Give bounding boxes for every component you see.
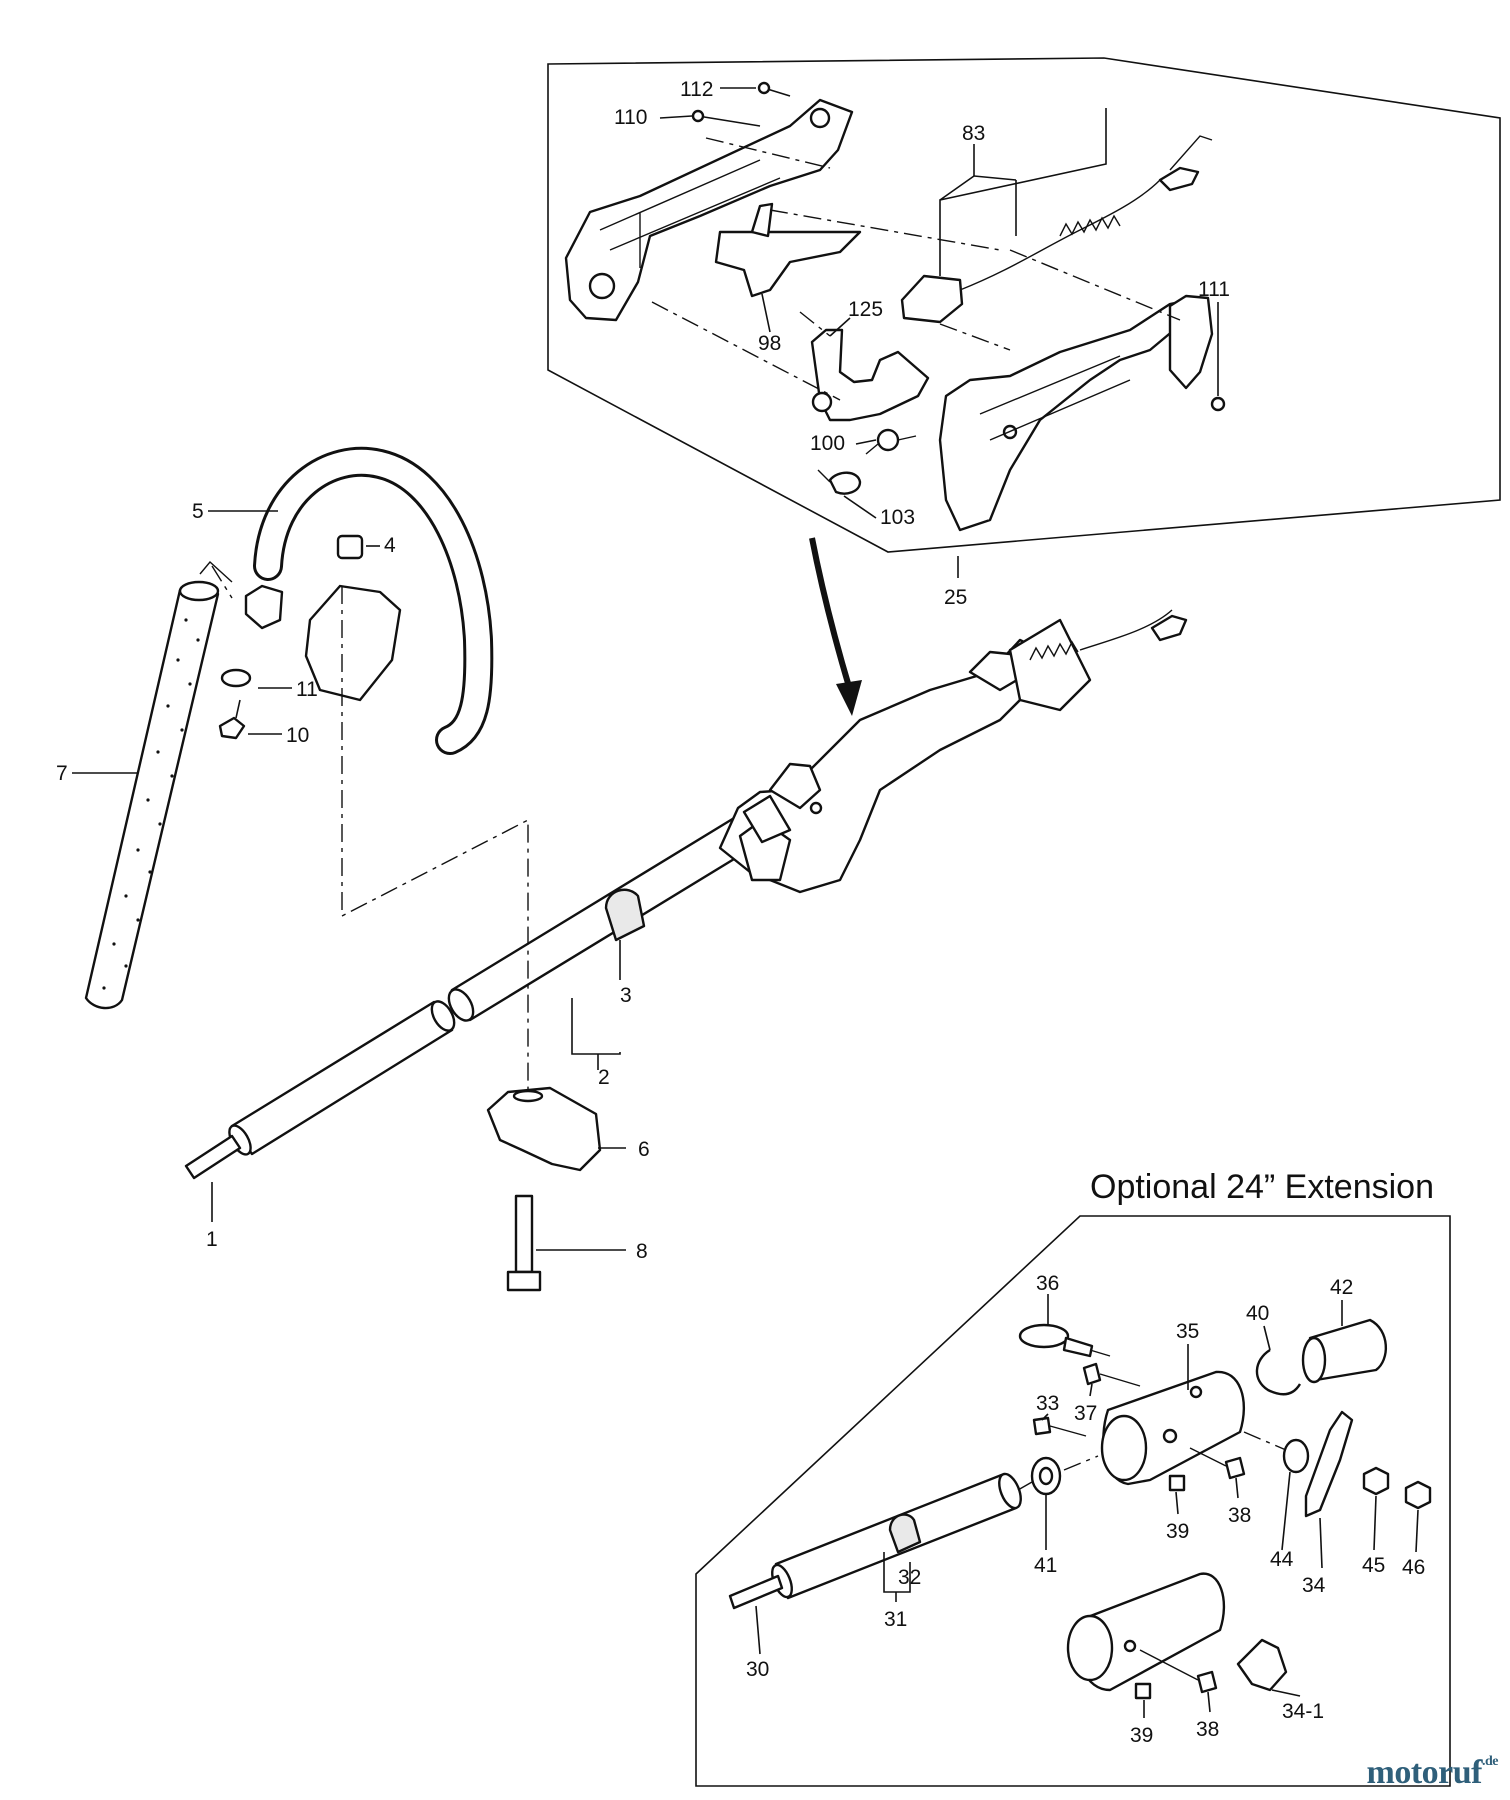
label-111: 111 <box>1198 278 1230 301</box>
label-7: 7 <box>56 762 68 785</box>
label-44: 44 <box>1270 1548 1294 1571</box>
label-34: 34 <box>1302 1574 1326 1597</box>
handle-left-half <box>564 98 854 322</box>
label-110: 110 <box>614 106 647 129</box>
nut-45 <box>1362 1466 1390 1496</box>
label-25: 25 <box>944 586 967 609</box>
extension-title: Optional 24” Extension <box>1090 1168 1434 1206</box>
lock-lever-125 <box>810 328 930 422</box>
extension-inset <box>695 1215 1451 1787</box>
knob-34 <box>1304 1410 1354 1518</box>
label-6: 6 <box>638 1138 650 1161</box>
label-37: 37 <box>1074 1402 1097 1425</box>
label-125: 125 <box>848 298 883 321</box>
grip-tube-7 <box>84 583 220 1010</box>
handle-assembly-inset <box>547 57 1501 578</box>
label-1: 1 <box>206 1228 218 1251</box>
label-38-upper: 38 <box>1228 1504 1251 1527</box>
watermark-name: motoruf <box>1366 1754 1483 1791</box>
tube-clip-3 <box>604 888 646 942</box>
label-39-lower: 39 <box>1130 1724 1153 1747</box>
label-33: 33 <box>1036 1392 1059 1415</box>
tube-clip-32 <box>888 1513 922 1554</box>
screw-37 <box>1082 1362 1102 1386</box>
circlip-40 <box>1255 1348 1302 1396</box>
drive-shaft-1 <box>230 1000 454 1156</box>
label-34-1: 34-1 <box>1282 1700 1324 1723</box>
label-36: 36 <box>1036 1272 1059 1295</box>
label-4: 4 <box>384 534 396 557</box>
washer-11 <box>220 668 252 688</box>
spring-100 <box>876 428 900 452</box>
label-30: 30 <box>746 1658 769 1681</box>
label-112: 112 <box>680 78 713 101</box>
stop-switch-83 <box>900 274 964 324</box>
screw-38b <box>1196 1670 1218 1694</box>
label-8: 8 <box>636 1240 648 1263</box>
watermark-logo: motoruf.de <box>1366 1754 1499 1792</box>
drive-tube-2 <box>450 810 764 1022</box>
label-35: 35 <box>1176 1320 1199 1343</box>
label-83: 83 <box>962 122 985 145</box>
handle-right-half <box>938 300 1182 532</box>
nut-46 <box>1404 1480 1432 1510</box>
label-2: 2 <box>598 1066 610 1089</box>
label-31: 31 <box>884 1608 907 1631</box>
sleeve-42 <box>1308 1318 1388 1382</box>
label-41: 41 <box>1034 1554 1057 1577</box>
label-39-upper: 39 <box>1166 1520 1189 1543</box>
part-103 <box>828 471 862 495</box>
screw-38a <box>1224 1456 1246 1480</box>
bolt-8 <box>514 1194 534 1274</box>
nut-111 <box>1210 396 1226 412</box>
label-5: 5 <box>192 500 204 523</box>
label-103: 103 <box>880 506 915 529</box>
label-40: 40 <box>1246 1302 1269 1325</box>
label-100: 100 <box>810 432 845 455</box>
throttle-lever-98 <box>714 230 862 298</box>
bolt-10 <box>218 716 246 740</box>
label-32: 32 <box>898 1566 921 1589</box>
label-45: 45 <box>1362 1554 1385 1577</box>
loop-clamp <box>304 584 402 702</box>
lower-clamp-6 <box>486 1086 602 1172</box>
label-98: 98 <box>758 332 781 355</box>
knob-34-1 <box>1236 1638 1288 1692</box>
label-11: 11 <box>296 678 318 701</box>
assembly-arrow <box>809 537 862 716</box>
label-3: 3 <box>620 984 632 1007</box>
inset-border-extension <box>695 1215 1451 1787</box>
label-42: 42 <box>1330 1276 1353 1299</box>
eye-bolt-36 <box>1018 1323 1070 1349</box>
label-46: 46 <box>1402 1556 1425 1579</box>
screw-33 <box>1032 1416 1052 1436</box>
label-38-lower: 38 <box>1196 1718 1219 1741</box>
main-assembly <box>72 446 1188 1292</box>
grip-texture <box>102 618 200 990</box>
label-10: 10 <box>286 724 309 747</box>
washer-44 <box>1282 1438 1310 1474</box>
watermark-tld: .de <box>1482 1754 1499 1769</box>
inset-border-25 <box>547 57 1501 553</box>
part-number-labels: 112 110 83 111 98 125 100 103 25 5 4 11 … <box>56 78 1425 1747</box>
nut-39b <box>1134 1682 1152 1700</box>
nut-39a <box>1168 1474 1186 1492</box>
